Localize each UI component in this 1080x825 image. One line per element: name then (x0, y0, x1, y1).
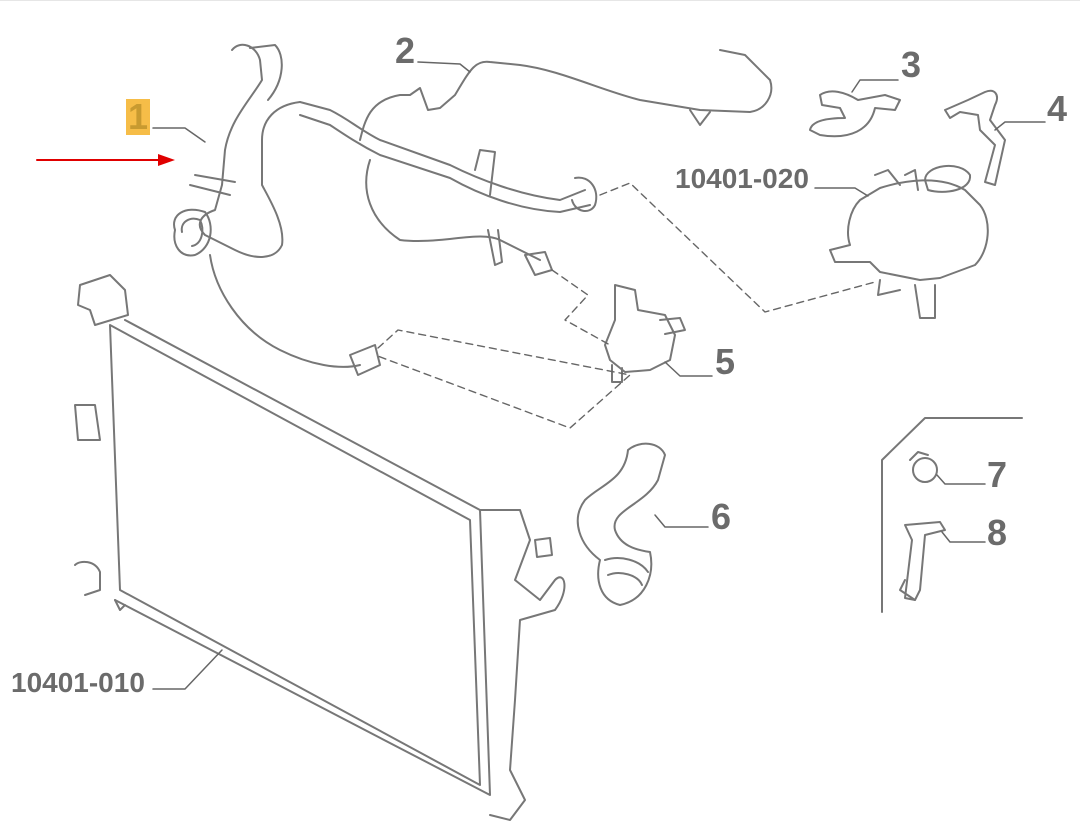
callout-6[interactable]: 6 (711, 496, 732, 537)
part-7-clamp (909, 451, 938, 483)
top-border (0, 0, 1080, 1)
inset-frame (881, 417, 1023, 613)
radiator (74, 274, 566, 821)
callout-expansion-tank[interactable]: 10401-020 (675, 163, 809, 194)
part-3-hose (809, 90, 901, 138)
leader-lines (152, 61, 1046, 690)
callout-3[interactable]: 3 (901, 44, 922, 85)
part-5-pump (604, 284, 686, 383)
part-1-hose (173, 43, 598, 376)
pointer-arrow (36, 154, 175, 166)
callout-4[interactable]: 4 (1047, 88, 1068, 129)
part-6-hose (576, 442, 666, 606)
callout-1[interactable]: 1 (126, 96, 151, 137)
callout-radiator[interactable]: 10401-010 (11, 667, 145, 698)
callout-5[interactable]: 5 (715, 341, 736, 382)
expansion-tank (829, 164, 989, 319)
part-8-bracket (899, 521, 946, 601)
callout-7[interactable]: 7 (987, 454, 1008, 495)
part-4-hose (944, 89, 1006, 186)
connection-lines (374, 182, 876, 429)
callout-8[interactable]: 8 (987, 512, 1008, 553)
callout-2[interactable]: 2 (395, 30, 416, 71)
part-2-pipe (359, 49, 773, 276)
